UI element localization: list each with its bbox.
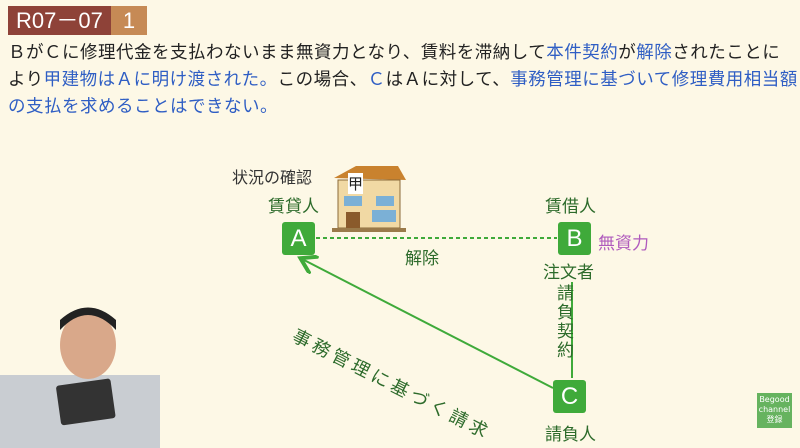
node-c: C bbox=[553, 380, 586, 413]
ca-arrow bbox=[304, 260, 554, 389]
question-segment: 事務管理に基づいて bbox=[510, 70, 672, 90]
insolvent-label: 無資力 bbox=[598, 234, 649, 254]
node-a: A bbox=[282, 222, 315, 255]
question-segment: 解除 bbox=[636, 43, 673, 63]
question-segment: された bbox=[672, 43, 727, 63]
badge-line: 登録 bbox=[766, 415, 783, 424]
question-text: ＢがＣに修理代金を支払わないまま無資力となり、賃料を滞納して本件契約が解除された… bbox=[8, 40, 798, 121]
role-contractor: 請負人 bbox=[545, 425, 596, 445]
building-icon bbox=[332, 166, 406, 232]
question-segment: ＢがＣに修理代金を支払わないまま無資力となり、賃料を滞納して bbox=[8, 43, 547, 63]
presenter-image bbox=[0, 307, 160, 448]
question-segment: 本件契約 bbox=[546, 43, 619, 63]
question-segment: 甲建物はＡに明け渡された。 bbox=[43, 70, 278, 90]
role-orderer: 注文者 bbox=[543, 263, 594, 283]
question-tag: R07－07 1 bbox=[8, 6, 148, 35]
badge-line: Begood bbox=[759, 395, 790, 404]
question-segment: はＡに対して、 bbox=[385, 70, 511, 90]
badge-line: channel bbox=[758, 405, 791, 414]
cancellation-label: 解除 bbox=[405, 249, 439, 269]
question-segment: 修理費用相当額の支払を求めることはできない。 bbox=[8, 70, 798, 117]
question-number: 1 bbox=[110, 6, 148, 35]
channel-subscribe-badge[interactable]: Begood channel 登録 bbox=[757, 393, 792, 428]
question-segment: Ｃ bbox=[367, 70, 386, 90]
node-b: B bbox=[558, 222, 591, 255]
status-check-label: 状況の確認 bbox=[232, 168, 313, 187]
question-segment: この場合、 bbox=[277, 70, 368, 90]
question-code: R07－07 bbox=[8, 6, 111, 35]
question-segment: が bbox=[618, 43, 637, 63]
role-lessor: 賃貸人 bbox=[268, 197, 319, 217]
building-label: 甲 bbox=[348, 173, 364, 194]
question-segment: ことにより bbox=[8, 43, 781, 90]
contract-label: 請負契約 bbox=[553, 284, 573, 360]
role-lessee: 賃借人 bbox=[545, 197, 596, 217]
